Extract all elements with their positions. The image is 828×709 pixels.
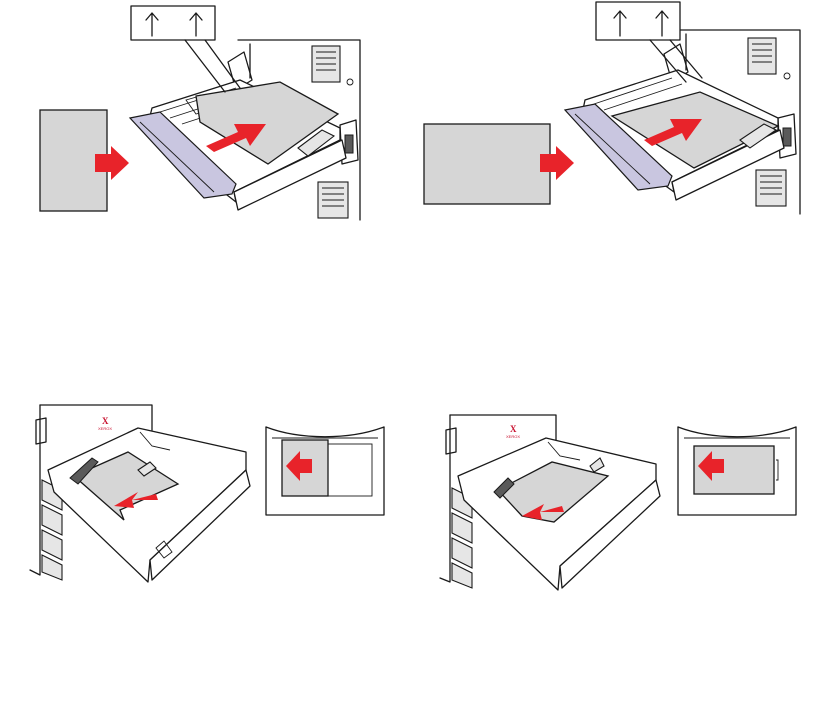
paper-orientation-label: [131, 6, 240, 92]
xerox-logo: X: [102, 416, 109, 426]
xerox-logo: X: [510, 424, 517, 434]
bypass-tray-portrait-panel: [40, 6, 360, 220]
tray-inset-view: [678, 427, 796, 515]
paper-drawer: [48, 428, 250, 582]
drawer-tray-landscape-panel: X XEROX: [440, 415, 796, 590]
xerox-logo-subtext: XEROX: [506, 434, 520, 439]
xerox-logo-subtext: XEROX: [98, 426, 112, 431]
bypass-tray-landscape-panel: [424, 2, 800, 214]
paper-sheet-landscape: [424, 124, 550, 204]
drawer-tray-portrait-panel: X XEROX: [30, 405, 384, 582]
tray-inset-view: [266, 427, 384, 515]
bypass-tray: [130, 80, 346, 210]
paper-drawer: [458, 438, 660, 590]
bypass-tray: [565, 70, 784, 200]
